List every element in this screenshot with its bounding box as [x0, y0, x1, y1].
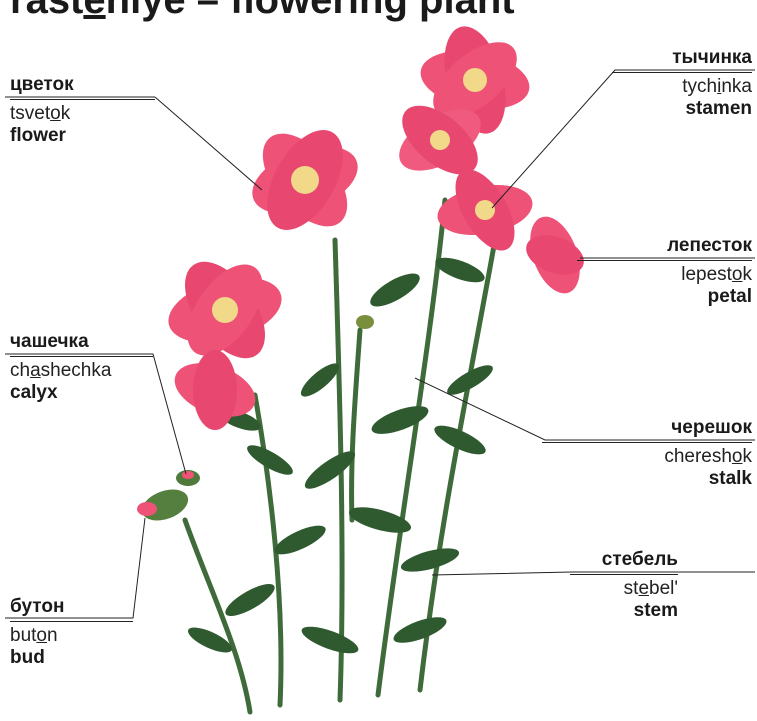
- label-flower-translit: tsvetok: [10, 103, 155, 125]
- label-flower-english: flower: [10, 125, 155, 147]
- label-petal: лепесток lepestok petal: [577, 235, 752, 308]
- label-stamen: тычинка tychinka stamen: [612, 47, 752, 120]
- label-bud: бутон buton bud: [10, 596, 133, 669]
- label-stamen-russian: тычинка: [612, 47, 752, 69]
- label-calyx: чашечка chashechka calyx: [10, 331, 153, 404]
- label-stem-english: stem: [570, 600, 678, 622]
- label-stamen-translit: tychinka: [612, 76, 752, 98]
- label-petal-russian: лепесток: [577, 235, 752, 257]
- label-stem-russian: стебель: [570, 549, 678, 571]
- label-stem: стебель stebel' stem: [570, 549, 678, 622]
- label-stem-translit: stebel': [570, 578, 678, 600]
- label-bud-russian: бутон: [10, 596, 133, 618]
- label-stalk: черешок chereshok stalk: [542, 417, 752, 490]
- label-stalk-english: stalk: [542, 468, 752, 490]
- label-flower-russian: цветок: [10, 74, 155, 96]
- label-calyx-english: calyx: [10, 382, 153, 404]
- label-petal-translit: lepestok: [577, 264, 752, 286]
- calyx: [176, 470, 200, 486]
- flower-large: [243, 117, 367, 242]
- label-calyx-russian: чашечка: [10, 331, 153, 353]
- label-petal-english: petal: [577, 286, 752, 308]
- small-bud: [356, 315, 374, 329]
- flower-left: [161, 248, 289, 373]
- label-bud-translit: buton: [10, 625, 133, 647]
- label-flower: цветок tsvetok flower: [10, 74, 155, 147]
- label-stalk-russian: черешок: [542, 417, 752, 439]
- label-stamen-english: stamen: [612, 98, 752, 120]
- label-calyx-translit: chashechka: [10, 360, 153, 382]
- label-stalk-translit: chereshok: [542, 446, 752, 468]
- label-bud-english: bud: [10, 647, 133, 669]
